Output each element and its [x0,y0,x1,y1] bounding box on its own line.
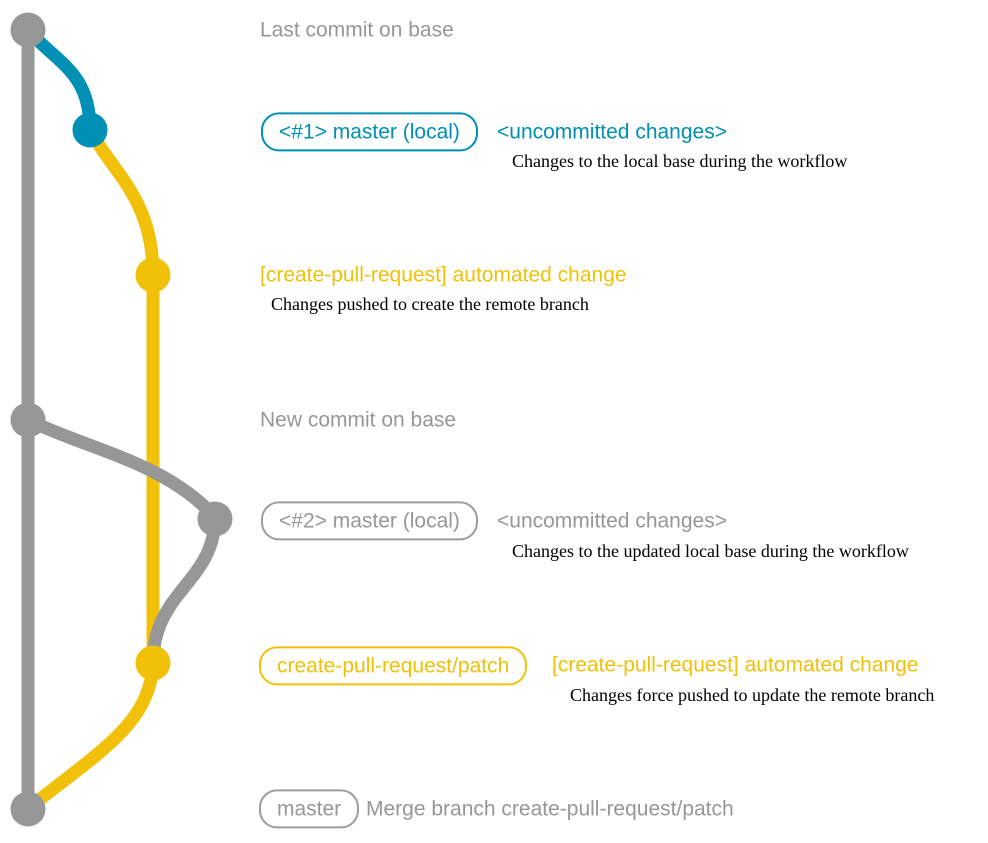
base-to-local2-branch-line [21,413,221,523]
message-uncommitted-2: <uncommitted changes> [497,509,727,533]
commit-dot-base-last [10,12,46,48]
commit-dot-patch-1 [135,257,171,293]
tag-master-local-2: <#2> master (local) [261,501,478,541]
label-new-commit: New commit on base [260,408,457,432]
tag-master: master [259,789,360,829]
message-automated-2: [create-pull-request] automated change [552,653,919,677]
note-automated-1: Changes pushed to create the remote bran… [271,294,589,315]
tag-patch-branch: create-pull-request/patch [259,646,528,686]
note-local-2: Changes to the updated local base during… [512,541,909,562]
tag-master-local-1: <#1> master (local) [261,112,478,152]
message-uncommitted-1: <uncommitted changes> [497,120,727,144]
commit-dot-base-new [10,402,46,438]
commit-dot-local-1 [72,112,108,148]
label-merge: Merge branch create-pull-request/patch [366,797,734,821]
commit-dot-local-2 [197,501,233,537]
commit-dot-patch-2 [135,645,171,681]
local2-to-patch-branch-line [146,513,222,668]
label-last-commit: Last commit on base [260,18,454,42]
local1-branch-line [21,23,97,137]
note-automated-2: Changes force pushed to update the remot… [570,685,935,706]
message-automated-1: [create-pull-request] automated change [260,263,627,287]
note-local-1: Changes to the local base during the wor… [512,151,848,172]
commit-dot-merge [10,791,46,827]
